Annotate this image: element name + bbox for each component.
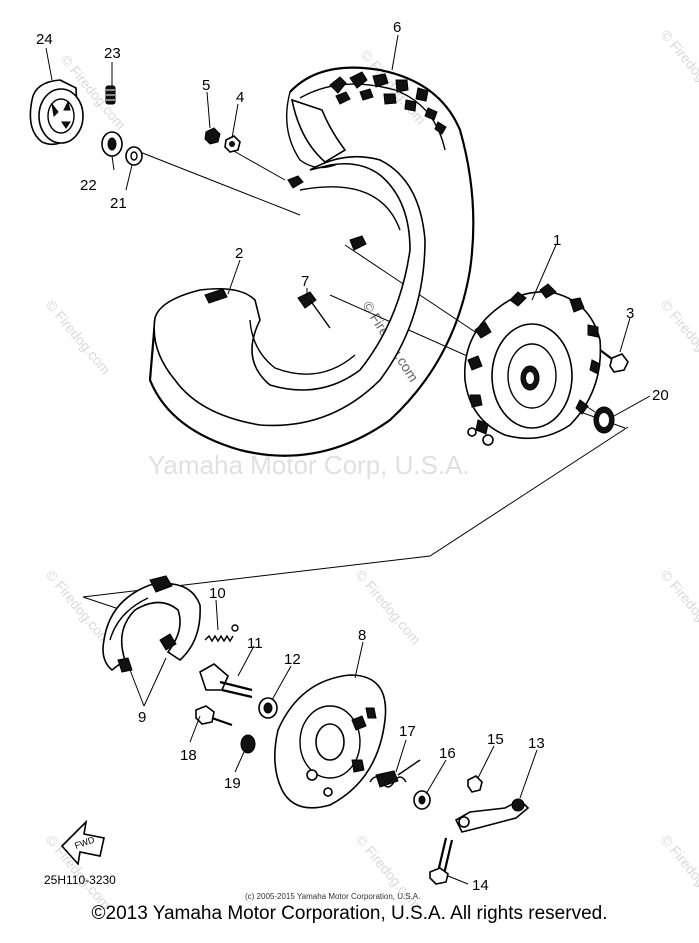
hub-cap-24[interactable] [29, 79, 84, 146]
callout-21[interactable]: 21 [110, 195, 127, 212]
callout-6[interactable]: 6 [393, 19, 401, 36]
callout-17[interactable]: 17 [399, 723, 416, 740]
valve-7[interactable] [297, 291, 331, 329]
watermark-firedog: © Firedog.com [43, 297, 114, 378]
fwd-arrow-icon: FWD [60, 819, 105, 866]
callout-24[interactable]: 24 [36, 31, 53, 48]
brake-cam-11[interactable] [199, 663, 253, 699]
callout-13[interactable]: 13 [528, 735, 545, 752]
nut-5[interactable] [204, 127, 221, 145]
callout-15[interactable]: 15 [487, 731, 504, 748]
oil-seal-20[interactable] [593, 406, 615, 434]
callout-9[interactable]: 9 [138, 709, 146, 726]
brake-arm-13[interactable] [454, 798, 530, 833]
bolt-14[interactable] [429, 837, 454, 885]
part-code: 25H110-3230 [44, 873, 116, 887]
watermark-firedog: © Firedog.com [658, 297, 699, 378]
callout-19[interactable]: 19 [224, 775, 241, 792]
callout-14[interactable]: 14 [472, 877, 489, 894]
brake-plate-8[interactable] [274, 674, 387, 809]
screw-23[interactable] [105, 85, 116, 105]
callout-16[interactable]: 16 [439, 745, 456, 762]
leader-lines [45, 34, 651, 885]
callout-8[interactable]: 8 [358, 627, 366, 644]
callout-1[interactable]: 1 [553, 232, 561, 249]
tire-6[interactable] [148, 66, 475, 457]
watermark-firedog: © Firedog.com [43, 567, 114, 648]
washer-16[interactable] [413, 790, 431, 810]
watermark-firedog: © Firedog.com [658, 27, 699, 108]
callout-7[interactable]: 7 [301, 273, 309, 290]
seal-12[interactable] [258, 697, 278, 719]
nut-19[interactable] [240, 734, 256, 754]
callout-2[interactable]: 2 [235, 245, 243, 262]
washer-21[interactable] [125, 146, 143, 166]
callout-23[interactable]: 23 [104, 45, 121, 62]
bolt-18[interactable] [195, 705, 233, 727]
return-spring-17[interactable] [369, 759, 421, 788]
footer-copyright: ©2013 Yamaha Motor Corporation, U.S.A. A… [91, 903, 608, 924]
cap-4[interactable] [224, 135, 241, 153]
wheel-hub-1[interactable] [463, 283, 602, 446]
callout-20[interactable]: 20 [652, 387, 669, 404]
watermark-firedog: © Firedog.com [658, 832, 699, 913]
brake-shoes-9[interactable] [102, 575, 201, 673]
callout-11[interactable]: 11 [247, 635, 263, 652]
callout-18[interactable]: 18 [180, 747, 197, 764]
callout-3[interactable]: 3 [626, 305, 634, 322]
callout-12[interactable]: 12 [284, 651, 301, 668]
callout-10[interactable]: 10 [209, 585, 226, 602]
callout-4[interactable]: 4 [236, 89, 244, 106]
small-copyright: (c) 2005-2015 Yamaha Motor Corporation, … [245, 892, 421, 901]
callout-numbers: 24 23 5 4 6 22 21 2 7 1 3 20 10 11 12 8 … [36, 19, 669, 894]
callout-22[interactable]: 22 [80, 177, 97, 194]
nut-15[interactable] [467, 775, 483, 793]
callout-5[interactable]: 5 [202, 77, 210, 94]
watermark-firedog: © Firedog.com [358, 47, 429, 128]
bearing-22[interactable] [101, 131, 123, 157]
watermark-firedog: © Firedog.com [658, 567, 699, 648]
bolt-3[interactable] [599, 349, 629, 373]
spring-10[interactable] [204, 624, 239, 643]
